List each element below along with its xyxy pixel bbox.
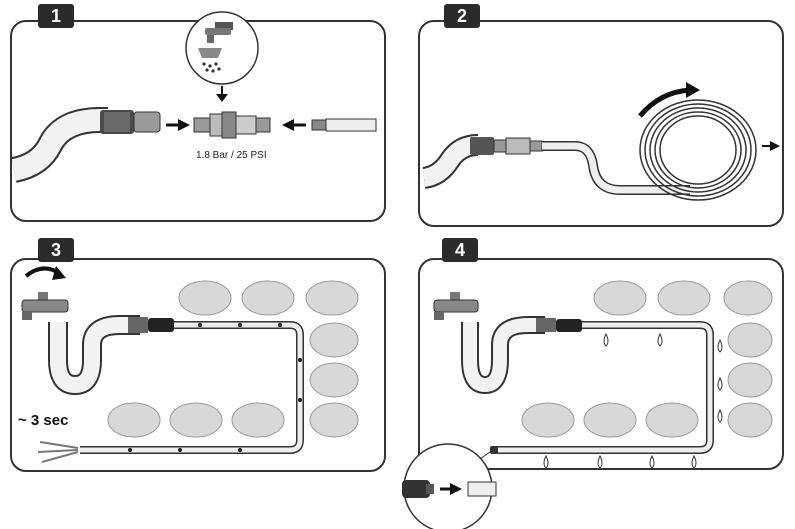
end-cap-plug (402, 480, 430, 498)
water-flush-icon (37, 441, 79, 463)
drip-emitters (128, 323, 302, 452)
drip-hose-end (467, 481, 497, 497)
step-4-badge: 4 (442, 238, 478, 262)
arrow-right-icon (166, 119, 190, 131)
arrow-down-icon (216, 86, 228, 102)
faucet-icon (433, 292, 479, 320)
faucet-icon (21, 292, 69, 320)
water-drops (543, 332, 723, 469)
hose-connector (470, 137, 494, 155)
rotate-arrow-icon (24, 266, 66, 280)
plant-bushes (107, 280, 359, 438)
pressure-caption: 1.8 Bar / 25 PSI (196, 150, 267, 161)
step-3-badge: 3 (38, 238, 74, 262)
arrow-right-icon (762, 141, 780, 151)
arrow-right-icon (440, 483, 462, 495)
pressure-regulator (193, 111, 271, 139)
pressure-regulator (493, 137, 543, 155)
faucet-icon (198, 22, 233, 58)
rotate-arrow-icon (638, 82, 700, 118)
step-1-badge: 1 (38, 4, 74, 28)
flush-duration: ~ 3 sec (18, 412, 69, 429)
hose-connector (536, 318, 556, 332)
pressure-regulator (148, 318, 174, 332)
water-spray-icon (202, 62, 221, 73)
arrow-left-icon (282, 119, 306, 131)
hose-coil (639, 99, 757, 201)
hose-connector (128, 317, 148, 333)
pressure-regulator (556, 319, 582, 332)
step-2-badge: 2 (444, 4, 480, 28)
drip-hose (325, 118, 377, 132)
plant-bushes (521, 280, 773, 438)
connector-nozzle (133, 111, 161, 133)
end-cap (490, 446, 498, 454)
